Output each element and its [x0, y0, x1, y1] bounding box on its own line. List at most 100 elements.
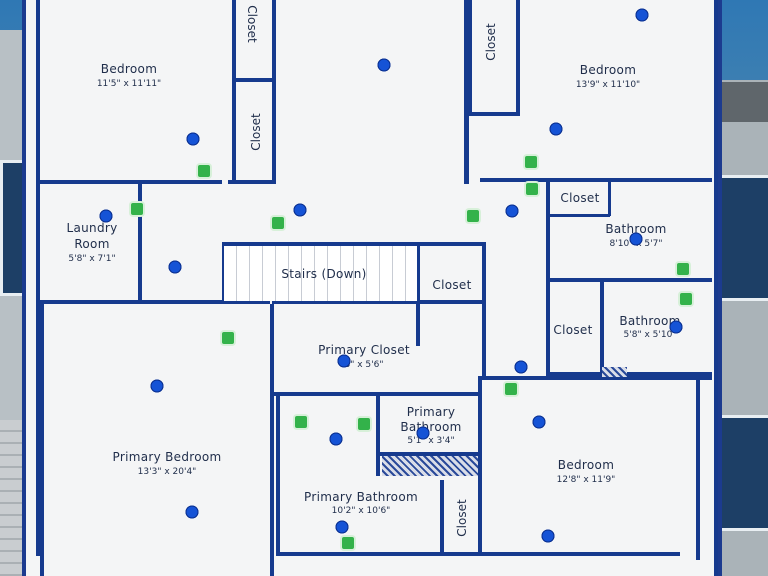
- wall-segment: [600, 372, 712, 376]
- room-label-closet-top-right: Closet: [484, 23, 498, 61]
- green-square-marker[interactable]: [198, 165, 210, 177]
- room-label-primary-bathroom-small-line1: Primary: [406, 405, 456, 419]
- wall-segment: [36, 0, 40, 556]
- blue-dot-marker[interactable]: [532, 415, 546, 429]
- room-label-primary-bedroom: Primary Bedroom: [112, 450, 222, 464]
- room-label-bedroom-nw: Bedroom: [100, 62, 158, 76]
- blue-dot-marker[interactable]: [168, 260, 182, 274]
- wall-segment: [608, 182, 611, 216]
- blue-dot-marker[interactable]: [549, 122, 563, 136]
- green-square-marker[interactable]: [677, 263, 689, 275]
- wall-segment: [464, 0, 469, 184]
- wall-segment: [272, 0, 276, 82]
- green-square-marker[interactable]: [342, 537, 354, 549]
- stairs-graphic: [224, 246, 417, 301]
- wall-segment: [378, 452, 480, 456]
- blue-dot-marker[interactable]: [99, 209, 113, 223]
- wall-segment: [222, 242, 486, 246]
- blue-dot-marker[interactable]: [669, 320, 683, 334]
- green-square-marker[interactable]: [505, 383, 517, 395]
- wall-segment: [270, 304, 274, 576]
- wall-segment: [714, 0, 718, 576]
- wall-segment: [478, 376, 482, 556]
- blue-dot-marker[interactable]: [377, 58, 391, 72]
- wall-segment: [272, 82, 276, 182]
- wall-segment: [416, 246, 420, 346]
- wall-segment: [468, 112, 516, 116]
- wall-segment: [40, 300, 270, 304]
- room-dims-bedroom-ne: 13'9" x 11'10": [575, 80, 641, 90]
- blue-dot-marker[interactable]: [629, 232, 643, 246]
- room-label-primary-closet: Primary Closet: [318, 343, 410, 357]
- green-square-marker[interactable]: [526, 183, 538, 195]
- wall-segment: [280, 552, 680, 556]
- hatched-area: [382, 456, 478, 476]
- wall-segment: [516, 0, 520, 116]
- blue-dot-marker[interactable]: [635, 8, 649, 22]
- wall-segment: [232, 78, 276, 82]
- wall-segment: [376, 396, 380, 476]
- wall-segment: [480, 178, 712, 182]
- room-label-laundry-line2: Room: [74, 237, 110, 251]
- room-dims-bedroom-se: 12'8" x 11'9": [556, 475, 616, 485]
- wall-segment: [272, 300, 482, 304]
- room-label-stairs: Stairs (Down): [281, 267, 367, 281]
- wall-segment: [274, 392, 482, 396]
- blue-dot-marker[interactable]: [185, 505, 199, 519]
- green-square-marker[interactable]: [272, 217, 284, 229]
- wall-segment: [600, 278, 604, 378]
- blue-dot-marker[interactable]: [186, 132, 200, 146]
- green-square-marker[interactable]: [525, 156, 537, 168]
- room-label-bedroom-ne: Bedroom: [579, 63, 637, 77]
- hatched-area-small: [602, 367, 627, 377]
- wall-segment: [138, 184, 142, 304]
- room-dims-primary-closet: 6" x 5'6": [344, 360, 384, 370]
- room-dims-bedroom-nw: 11'5" x 11'11": [96, 79, 162, 89]
- green-square-marker[interactable]: [680, 293, 692, 305]
- room-label-primary-bathroom-small-line2: Bathroom: [400, 420, 462, 434]
- wall-segment: [40, 300, 44, 576]
- room-label-bathroom-east: Bathroom: [619, 314, 681, 328]
- room-label-bathroom-upper: Bathroom: [605, 222, 667, 236]
- room-label-laundry-line1: Laundry: [66, 221, 118, 235]
- blue-dot-marker[interactable]: [150, 379, 164, 393]
- wall-segment: [228, 180, 276, 184]
- blue-dot-marker[interactable]: [329, 432, 343, 446]
- wall-segment: [550, 214, 610, 217]
- blue-dot-marker[interactable]: [514, 360, 528, 374]
- floor-plan-board-bottom: [62, 556, 692, 576]
- room-label-closet-hall: Closet: [432, 278, 472, 292]
- wall-segment: [40, 180, 222, 184]
- green-square-marker[interactable]: [222, 332, 234, 344]
- wall-segment: [440, 480, 444, 556]
- wall-segment: [482, 246, 486, 376]
- room-label-primary-bathroom: Primary Bathroom: [304, 490, 418, 504]
- wall-segment: [276, 396, 280, 556]
- room-label-closet-east: Closet: [553, 323, 593, 337]
- room-dims-bathroom-east: 5'8" x 5'10": [623, 330, 677, 340]
- green-square-marker[interactable]: [358, 418, 370, 430]
- wall-segment: [546, 372, 600, 376]
- blue-dot-marker[interactable]: [335, 520, 349, 534]
- wall-segment: [482, 376, 712, 380]
- room-label-closet-left-mid: Closet: [249, 113, 263, 151]
- blue-dot-marker[interactable]: [337, 354, 351, 368]
- room-label-closet-south: Closet: [455, 499, 469, 537]
- wall-segment: [468, 0, 472, 116]
- room-label-closet-top-left: Closet: [245, 5, 259, 43]
- room-dims-primary-bathroom-small: 5'1" x 3'4": [407, 436, 455, 446]
- wall-segment: [696, 380, 700, 560]
- green-square-marker[interactable]: [467, 210, 479, 222]
- blue-dot-marker[interactable]: [416, 426, 430, 440]
- wall-segment: [232, 82, 236, 182]
- blue-dot-marker[interactable]: [541, 529, 555, 543]
- wall-segment: [546, 278, 712, 282]
- green-square-marker[interactable]: [295, 416, 307, 428]
- blue-dot-marker[interactable]: [293, 203, 307, 217]
- green-square-marker[interactable]: [131, 203, 143, 215]
- room-dims-primary-bedroom: 13'3" x 20'4": [137, 467, 197, 477]
- room-dims-primary-bathroom: 10'2" x 10'6": [331, 506, 391, 516]
- room-label-closet-ne-small: Closet: [560, 191, 600, 205]
- room-label-bedroom-se: Bedroom: [557, 458, 615, 472]
- blue-dot-marker[interactable]: [505, 204, 519, 218]
